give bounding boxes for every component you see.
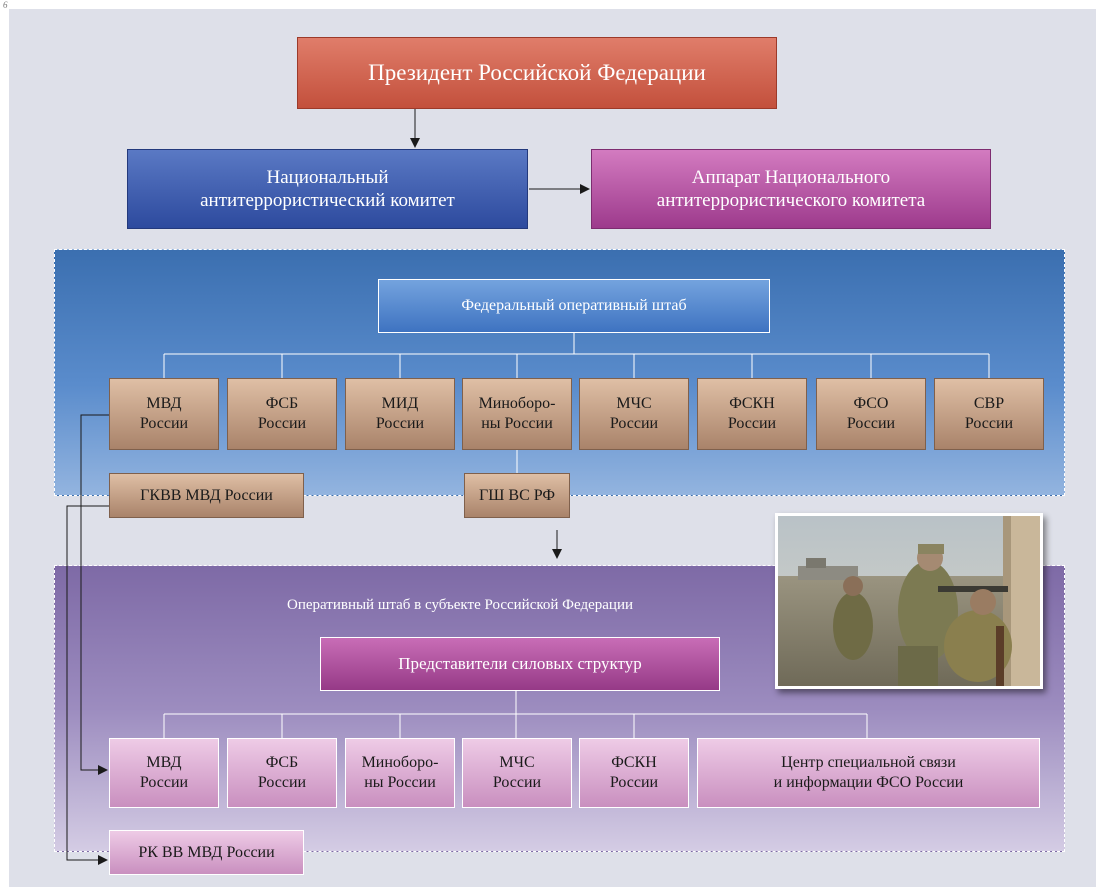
gkvv-box: ГКВВ МВД России (109, 473, 304, 518)
federal-agency-box: СВР России (934, 378, 1044, 450)
president-label: Президент Российской Федерации (368, 59, 706, 85)
regional-agency-box: ФСКН России (579, 738, 689, 808)
regional-agency-box: МВД России (109, 738, 219, 808)
federal-agency-suffix: России (609, 415, 659, 432)
regional-agency-suffix: и информации ФСО России (773, 774, 964, 791)
regional-tree-lines (163, 691, 868, 738)
federal-agency-suffix: России (964, 415, 1014, 432)
federal-hq-label: Федеральный оперативный штаб (461, 297, 687, 315)
federal-agency-name: ФСО (853, 395, 889, 413)
arrow-mvd-federal-to-regional (80, 414, 109, 775)
regional-agency-name: МВД (146, 754, 182, 772)
page-number: 6 (3, 0, 8, 10)
federal-agency-name: ФСКН (729, 395, 775, 413)
regional-agency-name: ФСКН (611, 754, 657, 772)
federal-agency-name: МИД (381, 395, 419, 413)
federal-agency-suffix: России (727, 415, 777, 432)
regional-agency-name: МЧС (499, 754, 535, 772)
federal-agency-suffix: России (375, 415, 425, 432)
arrow-gkvv-to-rk (66, 505, 109, 865)
federal-hq-box: Федеральный оперативный штаб (378, 279, 770, 333)
nak-label-line2: антитеррористический комитет (200, 190, 455, 211)
regional-agency-box: ФСБ России (227, 738, 337, 808)
federal-agency-box: Миноборо-ны России (462, 378, 572, 450)
federal-agency-name: СВР (973, 395, 1005, 413)
regional-agency-suffix: России (139, 774, 189, 791)
apparatus-label-line2: антитеррористического комитета (656, 190, 926, 211)
federal-agency-name: ФСБ (265, 395, 299, 413)
regional-zone-title: Оперативный штаб в субъекте Российской Ф… (287, 597, 633, 613)
regional-agency-name: Минобоpo- (361, 754, 439, 772)
apparatus-label-line1: Аппарат Национального (691, 166, 891, 188)
regional-agency-suffix: России (257, 774, 307, 791)
representatives-label: Представители силовых структур (398, 653, 642, 673)
rk-vv-label: РК ВВ МВД России (138, 843, 275, 861)
federal-agency-box: ФСО России (816, 378, 926, 450)
apparatus-box: Аппарат Национального антитеррористическ… (591, 149, 991, 229)
federal-agency-box: МЧС России (579, 378, 689, 450)
president-box: Президент Российской Федерации (297, 37, 777, 109)
regional-agency-box: Центр специальной связи и информации ФСО … (697, 738, 1040, 808)
federal-agency-name: МВД (146, 395, 182, 413)
federal-agency-suffix: России (846, 415, 896, 432)
soldiers-photo (775, 513, 1043, 689)
federal-agency-box: МИД России (345, 378, 455, 450)
nak-box: Национальный антитеррористический комите… (127, 149, 528, 229)
regional-agency-name: ФСБ (265, 754, 299, 772)
federal-agency-suffix: России (257, 415, 307, 432)
soldiers-photo-image (778, 516, 1040, 686)
gsh-box: ГШ ВС РФ (464, 473, 570, 518)
federal-agency-box: МВД России (109, 378, 219, 450)
regional-agency-suffix: России (609, 774, 659, 791)
regional-agency-suffix: ны России (364, 774, 436, 791)
federal-agency-name: Миноборо- (478, 395, 556, 413)
connector-lines (66, 109, 990, 865)
gsh-label: ГШ ВС РФ (479, 486, 555, 504)
regional-agency-name: Центр специальной связи (781, 754, 956, 772)
nak-label-line1: Национальный (266, 166, 389, 188)
federal-agency-box: ФСБ России (227, 378, 337, 450)
rk-vv-box: РК ВВ МВД России (109, 830, 304, 875)
representatives-box: Представители силовых структур (320, 637, 720, 691)
federal-agency-suffix: ны России (481, 415, 553, 432)
federal-tree-lines (163, 333, 990, 473)
federal-agency-name: МЧС (616, 395, 652, 413)
regional-agency-suffix: России (492, 774, 542, 791)
federal-agency-box: ФСКН России (697, 378, 807, 450)
federal-agency-suffix: России (139, 415, 189, 432)
regional-agency-box: МЧС России (462, 738, 572, 808)
gkvv-label: ГКВВ МВД России (140, 486, 273, 504)
diagram-canvas: Президент Российской Федерации Националь… (9, 9, 1096, 887)
regional-agency-box: Минобоpo-ны России (345, 738, 455, 808)
